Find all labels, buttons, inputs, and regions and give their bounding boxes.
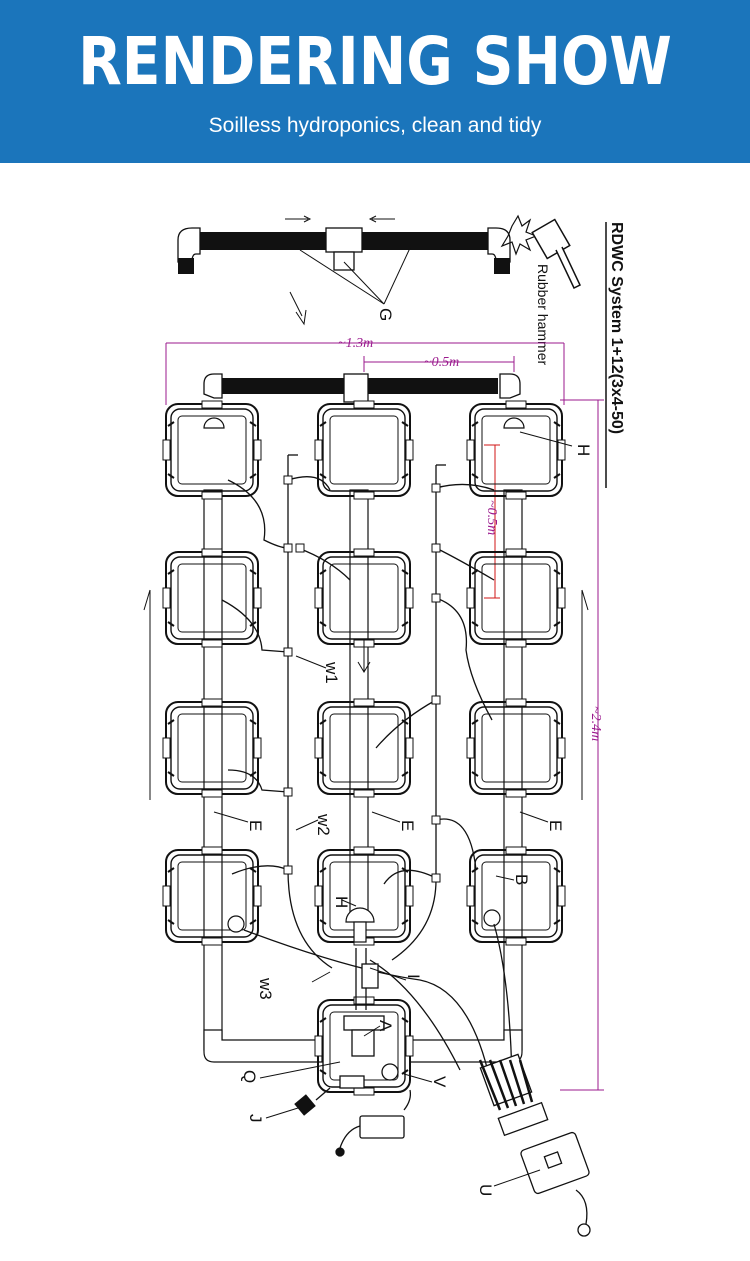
dim-spacing-horizontal: ~0.5m (424, 355, 459, 370)
header-banner: RENDERING SHOW Soilless hydroponics, cle… (0, 0, 750, 163)
rubber-hammer-label: Rubber hammer (535, 264, 551, 365)
part-labels: H w1 w2 E E E B H I w3 A Q V J U (240, 444, 593, 1196)
rubber-hammer-icon (500, 214, 581, 290)
label-w2: w2 (314, 813, 333, 836)
label-b: B (512, 874, 531, 885)
label-leaders (213, 431, 573, 1187)
banner-title: RENDERING SHOW (78, 23, 672, 100)
label-w1: w1 (322, 661, 341, 684)
dimension-lines (165, 342, 604, 1091)
dim-spacing-vertical: ~0.5m (484, 500, 499, 535)
label-h-bottom: H (332, 896, 351, 908)
label-h-top: H (574, 444, 593, 456)
label-q: Q (240, 1070, 259, 1083)
dim-width-total: ~1.3m (338, 336, 373, 351)
rdwc-diagram: RDWC System 1+12(3x4-50) Rubber hammer G (143, 214, 625, 1237)
control-bucket-components (339, 948, 399, 1089)
label-i: I (404, 974, 423, 979)
label-u: U (476, 1184, 495, 1196)
label-g: G (376, 308, 395, 321)
flow-arrows (143, 589, 589, 800)
bucket-details (203, 417, 525, 943)
label-v: V (430, 1076, 449, 1088)
controller-assembly (294, 1053, 591, 1237)
label-w3: w3 (256, 977, 275, 1000)
label-e-right: E (546, 820, 565, 831)
pipe-assembly-exploded (177, 215, 511, 326)
label-j: J (246, 1114, 265, 1123)
label-a: A (376, 1020, 395, 1032)
label-e-mid: E (398, 820, 417, 831)
banner-subtitle: Soilless hydroponics, clean and tidy (208, 114, 542, 137)
label-e-left: E (246, 820, 265, 831)
t-connectors (283, 475, 441, 883)
system-title: RDWC System 1+12(3x4-50) (608, 222, 625, 434)
red-dimension (484, 444, 500, 599)
dim-length-total: ~2.4m (588, 706, 603, 741)
